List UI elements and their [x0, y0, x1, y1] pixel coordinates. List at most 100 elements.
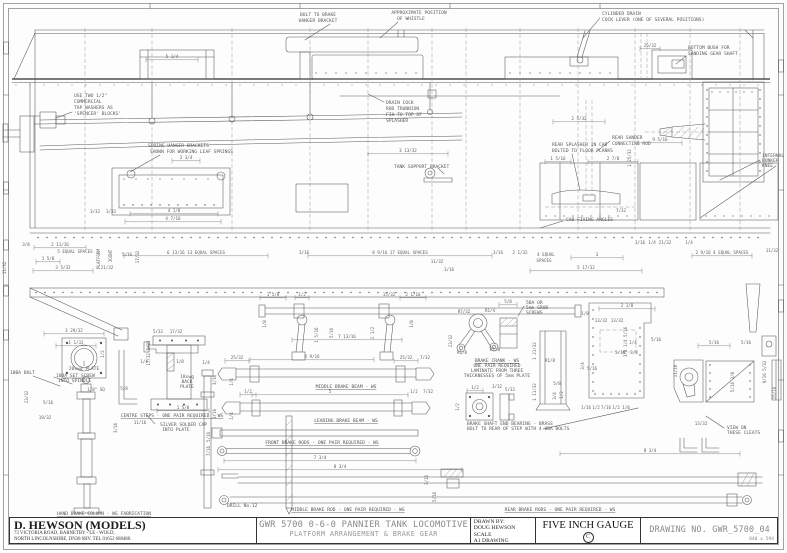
- brake-shaft-elevation: [285, 36, 419, 53]
- dimension-label: 1 5/16: [314, 327, 319, 343]
- annotation-label: BOLT TO BRAKE: [300, 12, 336, 18]
- dimension-label: 1 5/8: [42, 256, 55, 261]
- dimension-label: 5/16: [709, 340, 720, 345]
- dimension-label: 3/8: [22, 242, 30, 247]
- annotation-label: 10BA BOLT: [10, 370, 35, 376]
- dimension-label: 1/4: [202, 360, 210, 365]
- annotation-label: 10BA SET SCREW: [56, 373, 95, 379]
- annotation-label: OF WHISTLE: [397, 16, 425, 22]
- dimension-label: R1/4: [485, 308, 496, 313]
- dimension-label: 1 1/2: [370, 326, 375, 339]
- annotation-label: CYLINDER DRAIN: [602, 11, 641, 17]
- annotation-label: DRAIN COCK: [386, 100, 414, 106]
- dimension-label: 1/2: [410, 389, 418, 394]
- dimension-label: PLATFORM: [96, 248, 101, 269]
- dimension-label: 19/32: [39, 415, 52, 420]
- annotation-label: BOTTOM BUSH FOR: [688, 45, 730, 51]
- dimension-label: 1/4: [229, 378, 234, 386]
- main-elevation-view: [2, 29, 779, 234]
- annotation-label: BACK: [181, 379, 192, 385]
- dimension-label: 8 3/4: [334, 464, 347, 469]
- brake-shaft-assembly: [258, 303, 582, 361]
- dimension-label: 2 3/4: [180, 155, 193, 160]
- edge-marker: [3, 285, 9, 297]
- sheet-frame: [3, 3, 784, 550]
- scale-value: A1 DRAWING: [473, 538, 509, 543]
- title-block-gauge: FIVE INCH GAUGE C: [536, 518, 642, 543]
- centre-steps-detail: [118, 335, 208, 411]
- dimension-label: 3/16: [299, 250, 310, 255]
- dimension-label: 5/16: [206, 431, 211, 442]
- brake-pull-rods: [39, 112, 463, 151]
- annotation-label: 20swg PLATE: [69, 366, 100, 372]
- dimension-label: 3/8 1/4 5/16: [623, 326, 628, 357]
- annotation-label: KNEE: [762, 163, 773, 169]
- dimension-label: 1/8: [262, 320, 267, 328]
- bearing-detail: [465, 392, 515, 421]
- bunker-side: [699, 162, 779, 221]
- dimension-label: 1 25/32: [627, 149, 632, 167]
- dimension-label: 1 1/32: [68, 340, 84, 345]
- dimension-label: 2 5/32: [571, 116, 587, 121]
- dimension-label: 3/4: [552, 392, 557, 400]
- dimension-label: R1/8: [457, 350, 468, 355]
- company-address-line: NORTH LINCOLNSHIRE, DN38 6HV. TEL 01652 …: [14, 536, 132, 542]
- dimension-label: 1/8: [409, 320, 414, 328]
- rivet-rows: [15, 72, 770, 398]
- dimension-label: 1/8: [176, 359, 184, 364]
- dimension-label: 1/4: [229, 412, 234, 420]
- annotation-label: HANGER BRACKET: [299, 18, 338, 24]
- company-address-line: 73 VICTORIA ROAD, BARNETBY - LE - WOLD,: [14, 531, 115, 536]
- annotation-label: LAMINATE FROM THREE: [471, 368, 524, 374]
- dimension-label: 7/32: [420, 355, 431, 360]
- dimension-label: 15/32: [383, 292, 396, 297]
- dimension-label: 1/8: [622, 405, 630, 410]
- title-block-drawing-number: DRAWING NO. GWR_5700_04 840 x 594: [641, 518, 777, 543]
- part-label: REAR BRAKE RODS - ONE PAIR REQUIRED - WS: [505, 507, 616, 513]
- dimension-label: 3/16: [444, 267, 455, 272]
- dimension-label: 11/32: [2, 261, 7, 274]
- dimension-label: 4 7/16: [165, 216, 181, 221]
- title-block: D. HEWSON (MODELS) 73 VICTORIA ROAD, BAR…: [9, 517, 778, 544]
- dimension-label: 3/16: [424, 474, 429, 485]
- dimension-label: 1/2: [244, 389, 252, 394]
- dimension-label: 25/32: [400, 355, 413, 360]
- dimension-label: 1/4: [140, 359, 148, 364]
- dimension-label: 5 17/32: [577, 265, 595, 270]
- annotation-label: CAB FIXING ANGLES: [566, 217, 613, 223]
- annotation-label: BRAKE SHAFT END BEARING - BRASS: [467, 421, 553, 427]
- sandbox: [139, 49, 215, 80]
- dimension-label: 11/16: [134, 420, 147, 425]
- dimension-label: 5: [329, 389, 332, 394]
- brake-handle: [147, 344, 199, 354]
- dimension-label: 3 29/32: [65, 328, 83, 333]
- part-label: HAND BRAKE COLUMN - WS FABRICATION: [57, 511, 151, 517]
- dimension-label: 11/32: [431, 259, 444, 264]
- dimension-label: 5/8: [120, 386, 128, 391]
- edge-marker: [778, 299, 784, 313]
- dimension-label: R7/32: [458, 309, 471, 314]
- dimension-label: 4 EQUAL: [537, 252, 555, 257]
- dimension-label: 3/16: [212, 408, 217, 419]
- dimension-label: 2 7/8: [607, 156, 620, 161]
- dimension-label: 1/2: [559, 391, 564, 399]
- dimension-label: 5/32: [153, 329, 164, 334]
- whistle-position: [397, 29, 405, 38]
- dimension-label: 1 21/32: [532, 342, 537, 360]
- annotation-label: 18swg: [180, 374, 194, 380]
- dimension-label: 3/32: [106, 209, 117, 214]
- dimension-label: 3/32: [492, 384, 503, 389]
- dimension-label: 1/2: [592, 405, 600, 410]
- part-label: LEADING BRAKE BEAM - WS: [314, 418, 378, 424]
- dimension-label: 2 1/16: [405, 292, 421, 297]
- dimension-labels: 5 1/425/322 3/43 13/322 5/329 5/161 5/16…: [2, 43, 779, 502]
- leader-lines: [32, 17, 761, 430]
- dimension-label: 1 5/8: [267, 292, 280, 297]
- dimension-label: 8 3/4: [644, 448, 657, 453]
- scale-label: SCALE: [473, 531, 492, 538]
- drawing-subtitle: PLATFORM ARRANGEMENT & BRAKE GEAR: [289, 530, 438, 538]
- dimension-label: 7/32: [616, 208, 627, 213]
- annotation-label: COCK LEVER (ONE OF SEVERAL POSITIONS): [602, 17, 704, 23]
- company-address-line: e mail: doug@the-hewsons.co.uk WEB SITE:…: [14, 543, 252, 544]
